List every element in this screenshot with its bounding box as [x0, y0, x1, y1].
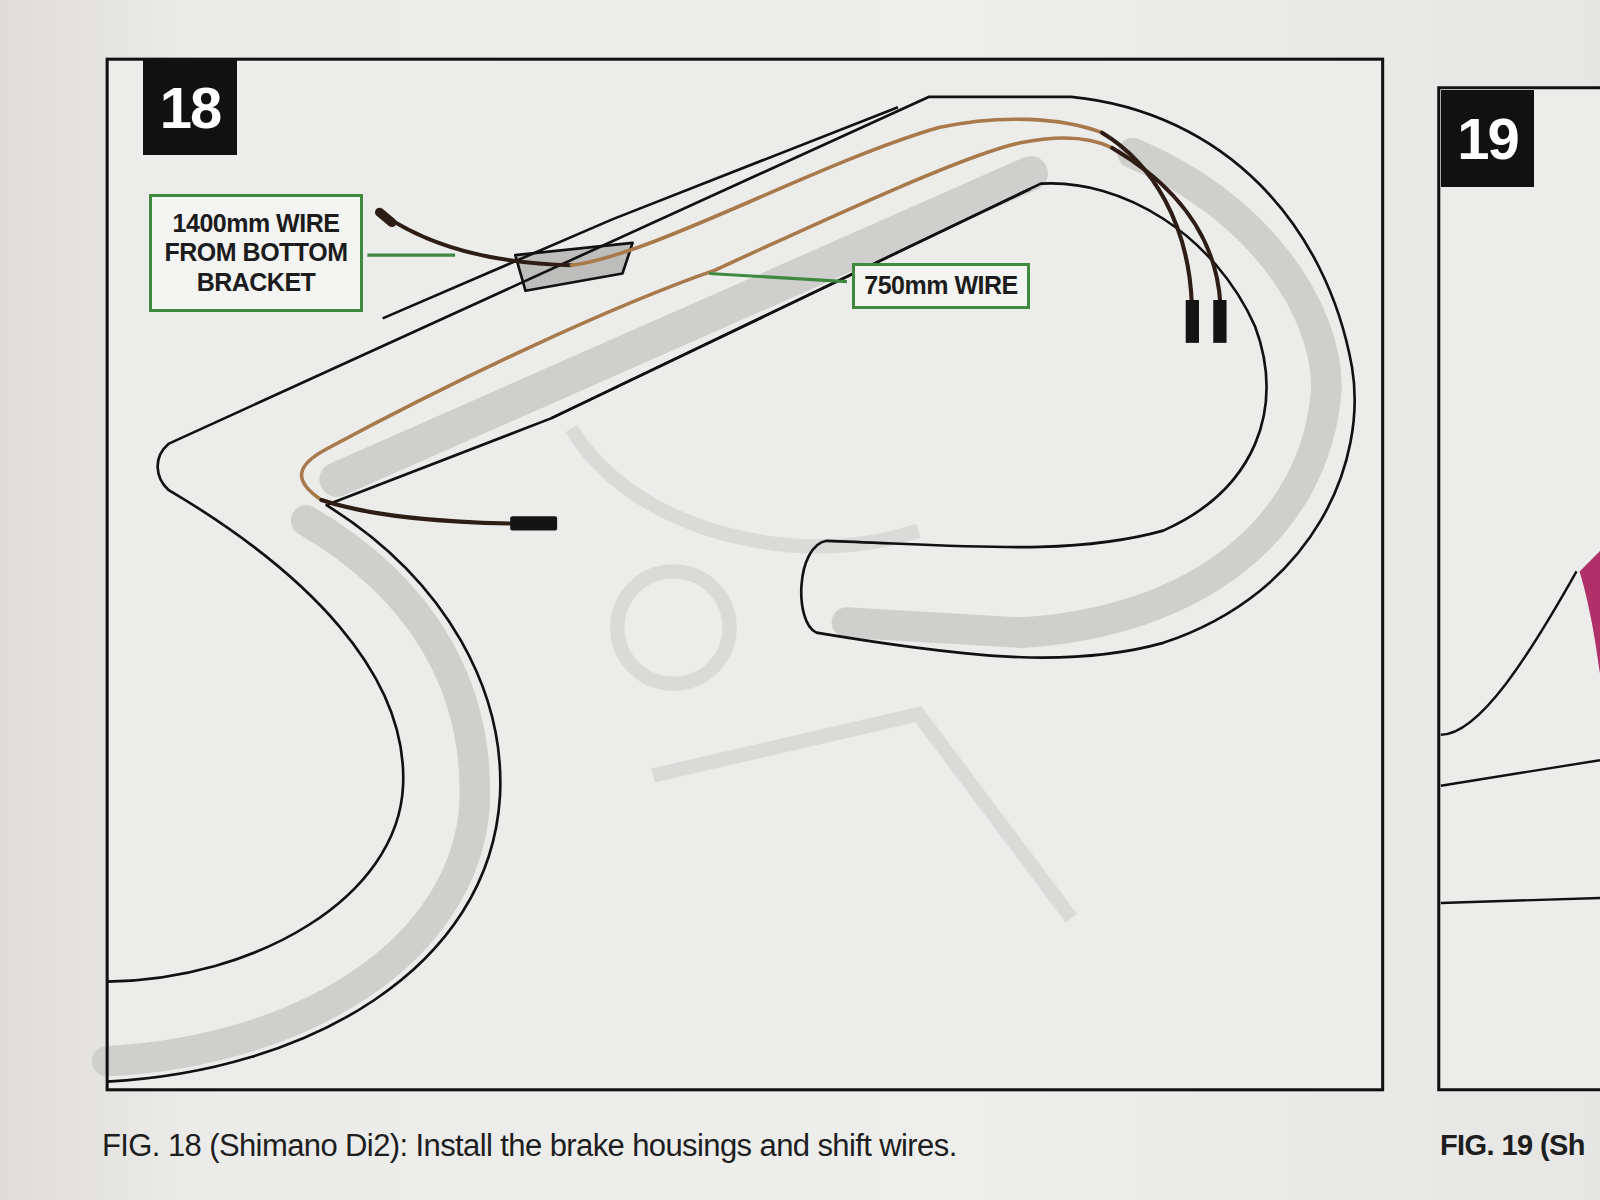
step-number-text: 19	[1457, 105, 1518, 172]
figure-caption: FIG. 18 (Shimano Di2): Install the brake…	[102, 1128, 957, 1164]
callout-box: 1400mm WIRE FROM BOTTOM BRACKET	[149, 194, 363, 312]
step-number: 19	[1441, 90, 1534, 187]
callout-box: 750mm WIRE	[852, 263, 1030, 309]
callout-text: 1400mm WIRE FROM BOTTOM BRACKET	[160, 209, 352, 298]
step-number: 18	[143, 59, 237, 155]
step-number-text: 18	[160, 74, 221, 141]
figure-caption-fragment: FIG. 19 (Sh	[1440, 1129, 1585, 1162]
callout-text: 750mm WIRE	[863, 271, 1019, 301]
